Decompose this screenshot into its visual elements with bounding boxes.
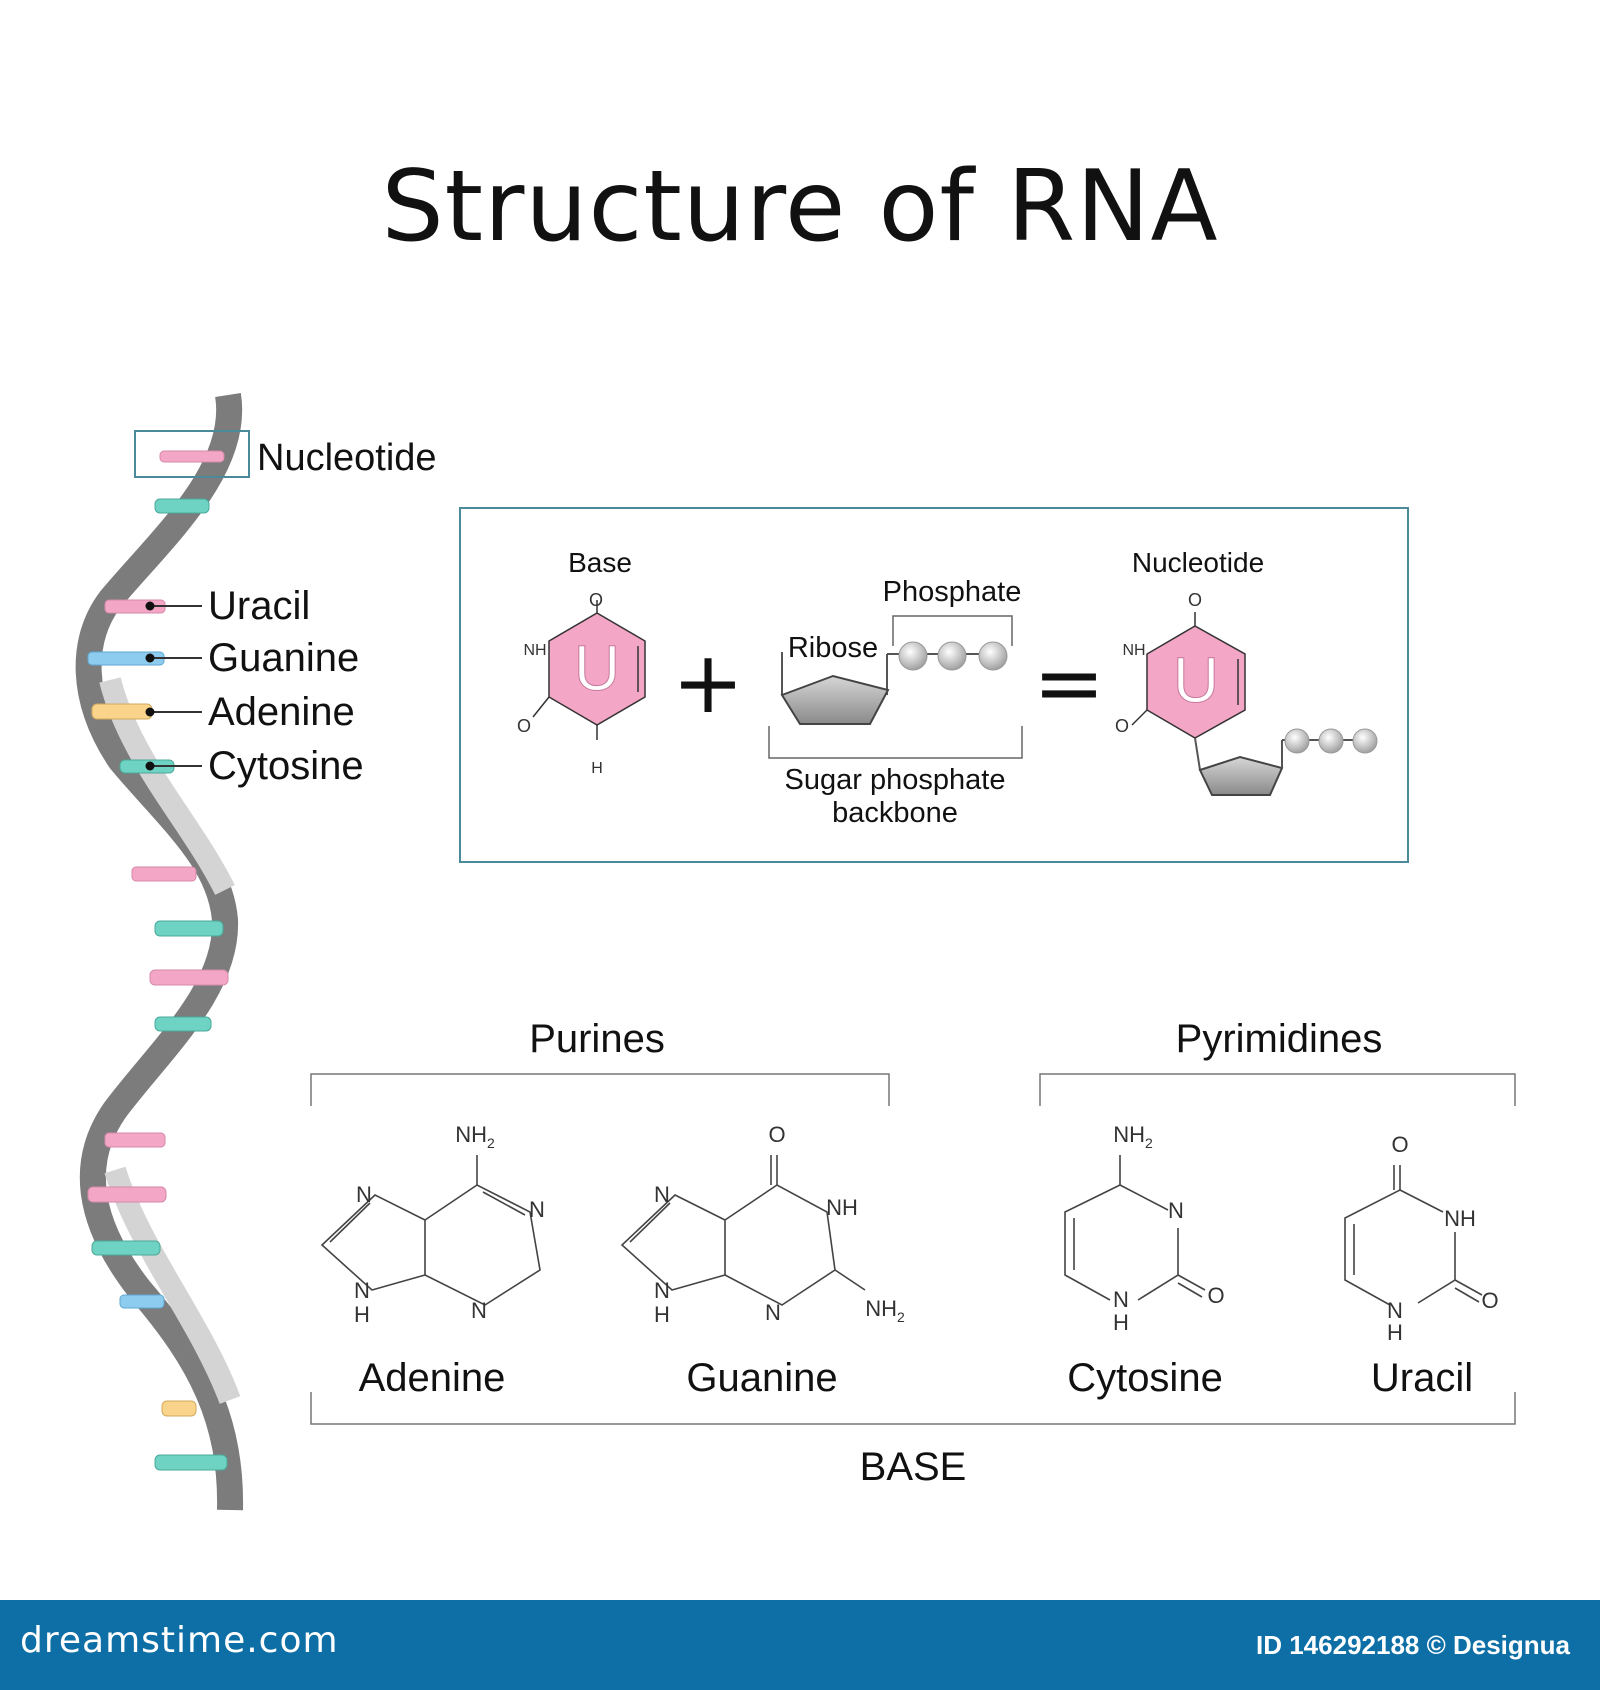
guanine-atoms: O NH N NH2 N N H [654, 1122, 905, 1327]
atom-o: O [517, 716, 531, 736]
base-bracket [310, 1392, 1516, 1425]
cytosine-name: Cytosine [1067, 1356, 1223, 1400]
atom-nh: NH [1122, 642, 1145, 659]
purines-label: Purines [529, 1017, 665, 1061]
atom-o: O [1188, 590, 1202, 610]
atom-h: H [591, 760, 603, 777]
base-group-label: BASE [860, 1445, 967, 1489]
phosphate-ball [937, 641, 967, 671]
phosphate-label: Phosphate [883, 576, 1022, 608]
base-letter-u: U [574, 632, 620, 704]
backbone-bracket [768, 726, 1023, 759]
equals-sign: = [1033, 633, 1105, 733]
result-nucleotide-molecule: O NH O U [1115, 590, 1378, 796]
legend-guanine: Guanine [208, 636, 359, 680]
adenine-name: Adenine [359, 1356, 506, 1400]
footer-bar: dreamstime.com ID 146292188 © Designua [0, 1600, 1600, 1690]
phosphate-ball [1352, 728, 1378, 754]
strand-legend: Uracil Guanine Adenine Cytosine [145, 584, 364, 788]
result-nucleotide-label: Nucleotide [1132, 547, 1264, 578]
rung-uracil [149, 969, 229, 986]
rna-strand: Nucleotide Uracil Guanine Adenine Cytosi… [75, 392, 437, 1511]
atom-o: O [1481, 1288, 1498, 1313]
atom-n: N [354, 1278, 370, 1303]
atom-n: N [1113, 1287, 1129, 1312]
cytosine-molecule [1064, 1155, 1206, 1301]
atom-nh: NH [826, 1195, 858, 1220]
rung-adenine [91, 703, 153, 720]
atom-nh: NH [523, 642, 546, 659]
uracil-base-molecule: O NH O H U [517, 590, 646, 777]
rung-cytosine [154, 498, 210, 514]
uracil-name: Uracil [1371, 1356, 1473, 1400]
atom-o: O [1391, 1132, 1408, 1157]
cytosine-atoms: NH2 N O N H [1113, 1122, 1225, 1335]
rung-guanine [119, 1294, 165, 1309]
atom-o: O [1115, 716, 1129, 736]
atom-nh2: NH2 [865, 1296, 905, 1325]
page-title: Structure of RNA [381, 150, 1219, 264]
rung-adenine [161, 1400, 197, 1417]
adenine-molecule [320, 1155, 541, 1306]
atom-n: N [1168, 1198, 1184, 1223]
ribose-label: Ribose [788, 632, 878, 664]
atom-h: H [1387, 1320, 1403, 1345]
base-label: Base [568, 547, 632, 578]
atom-n: N [654, 1278, 670, 1303]
purines-bracket [310, 1073, 890, 1106]
rung-uracil [131, 866, 197, 882]
atom-nh2: NH2 [455, 1122, 495, 1151]
plus-sign: + [672, 633, 744, 733]
atom-o: O [1207, 1283, 1224, 1308]
atom-h: H [654, 1302, 670, 1327]
bases-section: Purines Pyrimidines NH2 N N N N H Adenin… [310, 1017, 1516, 1489]
nucleotide-highlight-box [134, 430, 250, 478]
pyrimidines-label: Pyrimidines [1176, 1017, 1383, 1061]
atom-o: O [589, 590, 603, 610]
rung-cytosine [154, 1454, 228, 1471]
atom-n: N [1387, 1298, 1403, 1323]
image-id: ID 146292188 © Designua [1256, 1630, 1570, 1660]
adenine-atoms: NH2 N N N N H [354, 1122, 545, 1327]
rung-cytosine [91, 1240, 161, 1256]
uracil-atoms: O NH O N H [1387, 1132, 1499, 1345]
atom-n: N [471, 1298, 487, 1323]
phosphate-ball [1284, 728, 1310, 754]
phosphate-ball [978, 641, 1008, 671]
uracil-molecule [1344, 1165, 1483, 1306]
atom-h: H [354, 1302, 370, 1327]
atom-n: N [529, 1197, 545, 1222]
guanine-name: Guanine [686, 1356, 837, 1400]
atom-n: N [356, 1182, 372, 1207]
brand-logo[interactable]: dreamstime.com [20, 1620, 339, 1661]
legend-adenine: Adenine [208, 690, 355, 734]
rung-uracil [87, 1186, 167, 1203]
legend-uracil: Uracil [208, 584, 310, 628]
rung-uracil [104, 1132, 166, 1148]
atom-nh: NH [1444, 1206, 1476, 1231]
atom-nh2: NH2 [1113, 1122, 1153, 1151]
rung-uracil [159, 450, 225, 463]
phosphate-bracket [892, 615, 1013, 646]
atom-h: H [1113, 1310, 1129, 1335]
phosphate-ball [1318, 728, 1344, 754]
backbone-label-line2: backbone [832, 797, 958, 829]
legend-cytosine: Cytosine [208, 744, 364, 788]
atom-n: N [765, 1300, 781, 1325]
strand-ribbon-upper [75, 392, 244, 1511]
result-base-letter-u: U [1173, 644, 1219, 716]
atom-n: N [654, 1182, 670, 1207]
rna-diagram: Nucleotide Uracil Guanine Adenine Cytosi… [75, 392, 1516, 1511]
strand-nucleotide-label: Nucleotide [257, 437, 437, 479]
pyrimidines-bracket [1039, 1073, 1516, 1106]
ribose-sugar [780, 652, 900, 725]
rung-cytosine [154, 1016, 212, 1032]
rung-cytosine [154, 920, 224, 937]
phosphate-chain [898, 641, 1008, 671]
phosphate-ball [898, 641, 928, 671]
guanine-molecule [620, 1155, 866, 1306]
nucleotide-formation-panel: Base O NH O H U + Phosphate Ribose [459, 507, 1409, 863]
backbone-label-line1: Sugar phosphate [785, 764, 1006, 796]
atom-o: O [768, 1122, 785, 1147]
